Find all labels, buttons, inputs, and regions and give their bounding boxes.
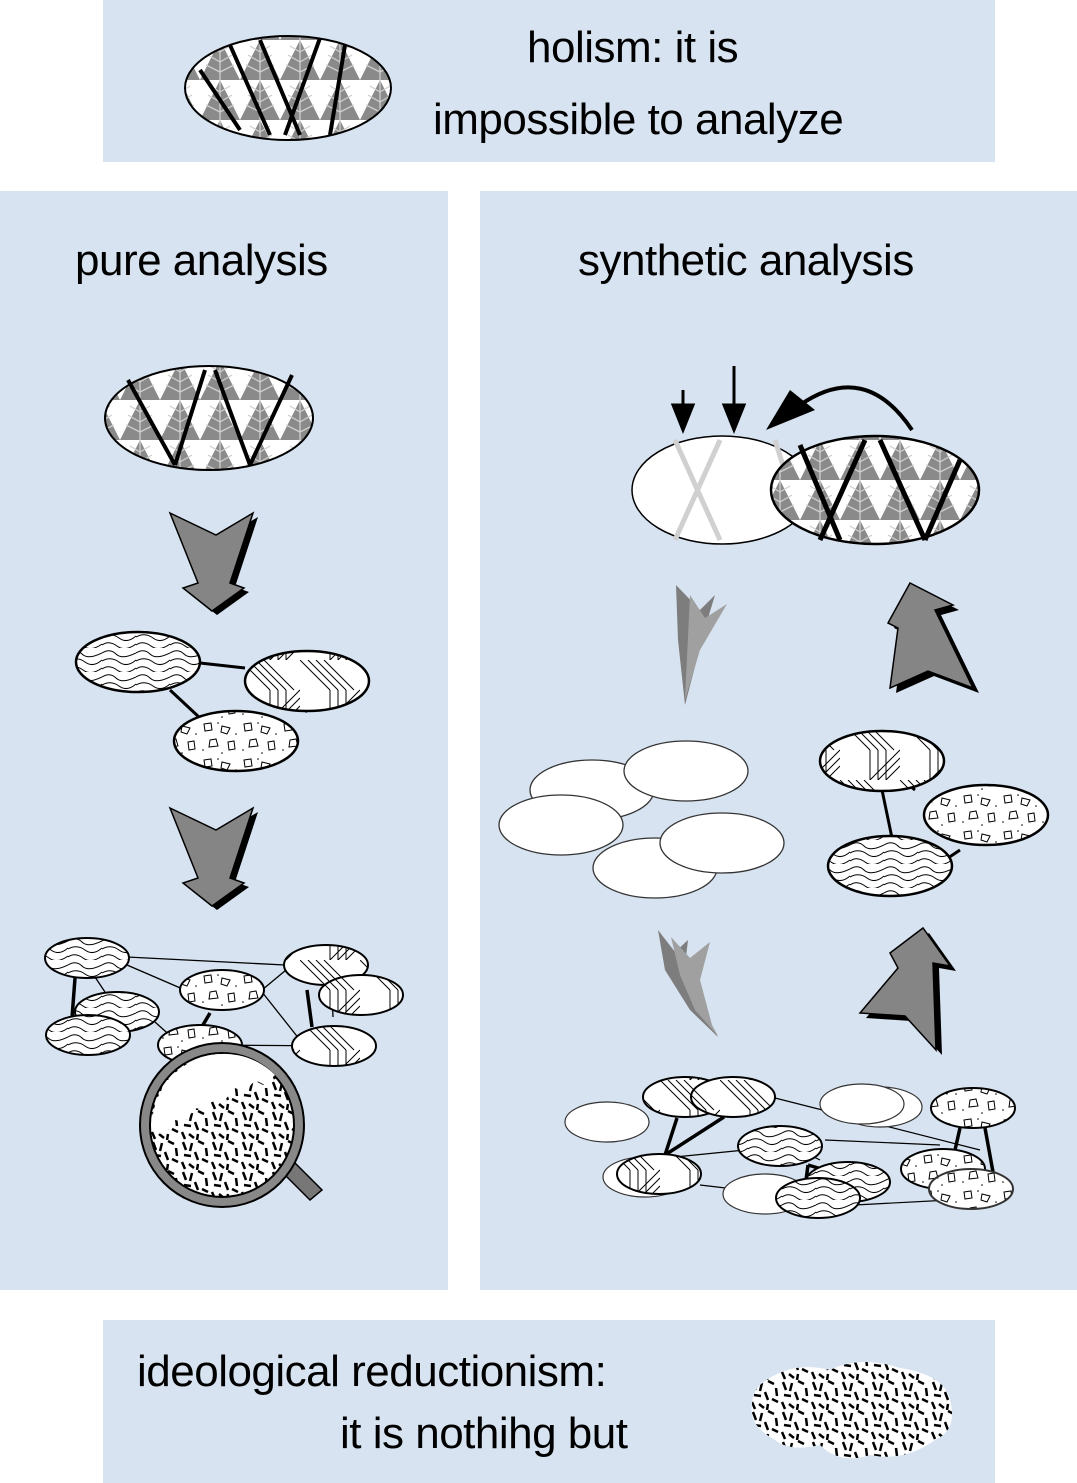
pure-analysis-title: pure analysis — [75, 236, 328, 285]
many-parts-network — [44, 937, 404, 1067]
up-arrow-icon — [858, 926, 956, 1055]
holism-leaf-ellipse-icon — [184, 35, 392, 141]
particle-blob-icon — [751, 1361, 953, 1459]
mixed-parts-network — [564, 1076, 1016, 1219]
holism-title-line2: impossible to analyze — [433, 95, 844, 144]
reductionism-title-line1: ideological reductionism: — [137, 1347, 607, 1396]
faded-down-arrow-icon — [676, 585, 727, 705]
down-arrow-icon — [168, 511, 258, 615]
whole-leaf-ellipse-icon — [104, 365, 314, 471]
synthetic-analysis-title: synthetic analysis — [578, 236, 914, 285]
faded-down-arrow-icon — [658, 930, 718, 1037]
reductionism-title-line2: it is nothihg but — [340, 1409, 628, 1458]
blank-parts-cluster — [498, 740, 785, 899]
reassembled-whole-icon — [631, 366, 981, 546]
holism-title-line1: holism: it is — [527, 23, 739, 72]
magnifying-glass-icon — [139, 1042, 324, 1208]
up-arrow-icon — [886, 582, 979, 693]
three-parts-network-right — [818, 729, 1050, 898]
three-parts-network — [74, 630, 371, 773]
down-arrow-icon — [168, 806, 258, 910]
